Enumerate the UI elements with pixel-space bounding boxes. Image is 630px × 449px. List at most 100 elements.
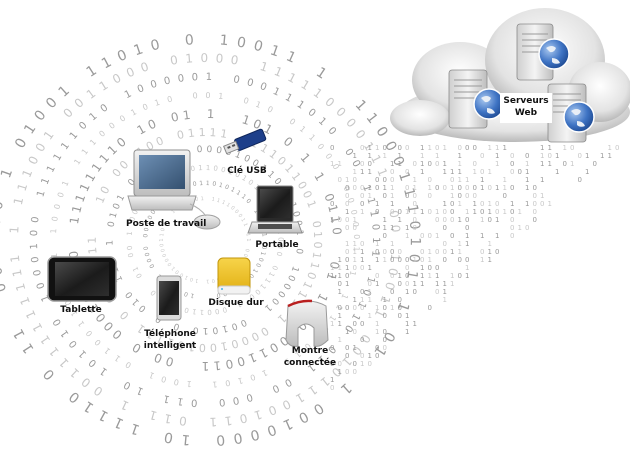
binary-digit: 1 bbox=[413, 208, 417, 216]
binary-digit: 1 bbox=[338, 264, 342, 272]
binary-digit: 1 bbox=[369, 250, 380, 257]
binary-digit: 1 bbox=[98, 365, 110, 378]
binary-digit: 1 bbox=[207, 107, 215, 121]
binary-digit: 0 bbox=[458, 144, 462, 152]
binary-digit: 0 bbox=[230, 53, 240, 68]
binary-digit: 0 bbox=[450, 176, 454, 184]
binary-digit: 0 bbox=[30, 216, 42, 224]
binary-digit: 0 bbox=[510, 160, 514, 168]
binary-digit: 0 bbox=[269, 295, 280, 306]
binary-digit: 0 bbox=[177, 73, 185, 85]
laptop-label: Portable bbox=[255, 240, 299, 250]
binary-digit: 0 bbox=[360, 200, 364, 208]
binary-digit: 0 bbox=[443, 208, 447, 216]
binary-digit: 0 bbox=[178, 413, 187, 428]
binary-digit: 0 bbox=[179, 271, 185, 278]
binary-digit: 0 bbox=[206, 145, 212, 155]
binary-digit: 1 bbox=[305, 361, 317, 374]
binary-digit: 1 bbox=[495, 144, 499, 152]
binary-digit: 0 bbox=[345, 200, 349, 208]
binary-digit: 1 bbox=[435, 152, 439, 160]
binary-digit: 0 bbox=[398, 280, 402, 288]
binary-digit: 1 bbox=[353, 240, 357, 248]
binary-digit: 0 bbox=[360, 352, 364, 360]
binary-digit: 1 bbox=[265, 170, 276, 181]
binary-digit: 1 bbox=[60, 179, 70, 187]
binary-digit: 0 bbox=[390, 288, 394, 296]
smartphone-label-line2: intelligent bbox=[143, 341, 197, 351]
binary-digit: 0 bbox=[215, 146, 222, 157]
binary-digit: 1 bbox=[420, 280, 424, 288]
binary-digit: 1 bbox=[13, 282, 29, 293]
binary-digit: 0 bbox=[383, 144, 387, 152]
binary-digit: 1 bbox=[420, 264, 424, 272]
binary-digit: 1 bbox=[293, 349, 303, 359]
binary-digit: 1 bbox=[450, 272, 454, 280]
binary-digit: 0 bbox=[127, 252, 136, 258]
binary-digit: 1 bbox=[443, 160, 447, 168]
binary-digit: 0 bbox=[66, 250, 81, 259]
binary-digit: 0 bbox=[525, 224, 529, 232]
binary-digit: 0 bbox=[137, 302, 148, 313]
binary-digit: 1 bbox=[443, 280, 447, 288]
binary-digit: 0 bbox=[56, 191, 66, 199]
binary-digit: 0 bbox=[375, 184, 379, 192]
binary-digit: 1 bbox=[375, 256, 379, 264]
binary-digit: 0 bbox=[232, 429, 243, 446]
binary-digit: 1 bbox=[488, 208, 492, 216]
binary-digit: 0 bbox=[428, 304, 432, 312]
binary-digit: 0 bbox=[458, 184, 462, 192]
binary-digit: 0 bbox=[398, 304, 402, 312]
binary-digit: 0 bbox=[435, 144, 439, 152]
binary-digit: 1 bbox=[420, 152, 424, 160]
binary-digit: 1 bbox=[413, 256, 417, 264]
binary-digit: 0 bbox=[214, 307, 220, 316]
binary-digit: 1 bbox=[383, 256, 387, 264]
binary-digit: 0 bbox=[473, 144, 477, 152]
binary-digit: 0 bbox=[250, 158, 260, 170]
binary-digit: 0 bbox=[360, 160, 364, 168]
binary-digit: 0 bbox=[368, 160, 372, 168]
binary-digit: 0 bbox=[0, 217, 4, 227]
binary-digit: 0 bbox=[330, 162, 340, 171]
binary-digit: 1 bbox=[405, 328, 409, 336]
binary-digit: 0 bbox=[209, 340, 217, 353]
binary-digit: 0 bbox=[398, 208, 402, 216]
binary-digit: 1 bbox=[465, 272, 469, 280]
binary-digit: 0 bbox=[435, 248, 439, 256]
binary-digit: 0 bbox=[390, 248, 394, 256]
tablet-label: Tablette bbox=[60, 305, 102, 315]
binary-digit: 1 bbox=[435, 280, 439, 288]
binary-digit: 0 bbox=[310, 220, 324, 229]
binary-digit: 1 bbox=[390, 304, 394, 312]
binary-digit: 0 bbox=[345, 304, 349, 312]
binary-digit: 1 bbox=[383, 296, 387, 304]
binary-digit: 1 bbox=[488, 168, 492, 176]
binary-digit: 1 bbox=[503, 184, 507, 192]
binary-digit: 0 bbox=[398, 256, 402, 264]
binary-digit: 0 bbox=[199, 341, 206, 354]
binary-digit: 0 bbox=[275, 288, 287, 299]
binary-digit: 0 bbox=[465, 216, 469, 224]
binary-digit: 1 bbox=[608, 144, 612, 152]
binary-digit: 1 bbox=[11, 196, 26, 206]
binary-digit: 1 bbox=[199, 180, 203, 187]
binary-digit: 0 bbox=[473, 160, 477, 168]
binary-digit: 1 bbox=[126, 231, 134, 236]
binary-digit: 1 bbox=[480, 176, 484, 184]
binary-digit: 0 bbox=[533, 192, 537, 200]
binary-digit: 1 bbox=[235, 189, 242, 197]
binary-digit: 1 bbox=[262, 302, 273, 313]
binary-digit: 1 bbox=[76, 319, 86, 328]
binary-digit: 1 bbox=[198, 126, 205, 139]
binary-digit: 1 bbox=[206, 180, 210, 187]
binary-digit: 0 bbox=[385, 267, 400, 277]
binary-digit: 0 bbox=[510, 232, 514, 240]
web-server-icon bbox=[516, 23, 570, 81]
binary-digit: 0 bbox=[383, 176, 387, 184]
binary-digit: 1 bbox=[165, 335, 176, 350]
binary-digit: 0 bbox=[420, 248, 424, 256]
binary-digit: 0 bbox=[99, 102, 111, 115]
binary-digit: 0 bbox=[146, 257, 154, 263]
binary-digit: 0 bbox=[428, 176, 432, 184]
